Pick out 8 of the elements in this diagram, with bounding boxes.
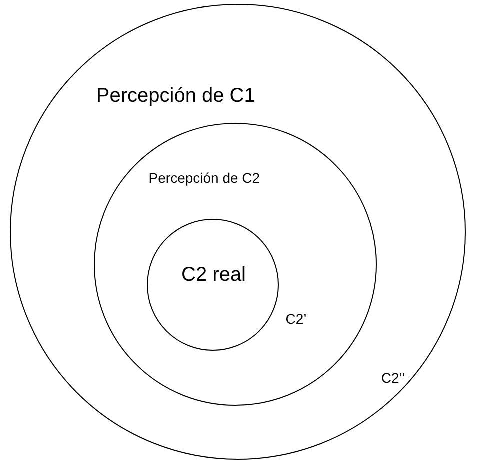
circle — [146, 218, 279, 351]
circle — [94, 123, 378, 406]
circle-label: C2 real — [180, 264, 247, 286]
circle — [10, 4, 466, 460]
region-label: C2’’ — [381, 371, 406, 387]
region-label: C2’ — [286, 312, 307, 328]
circle-label: Percepción de C1 — [96, 85, 256, 108]
circle-label: Percepción de C2 — [148, 170, 260, 186]
